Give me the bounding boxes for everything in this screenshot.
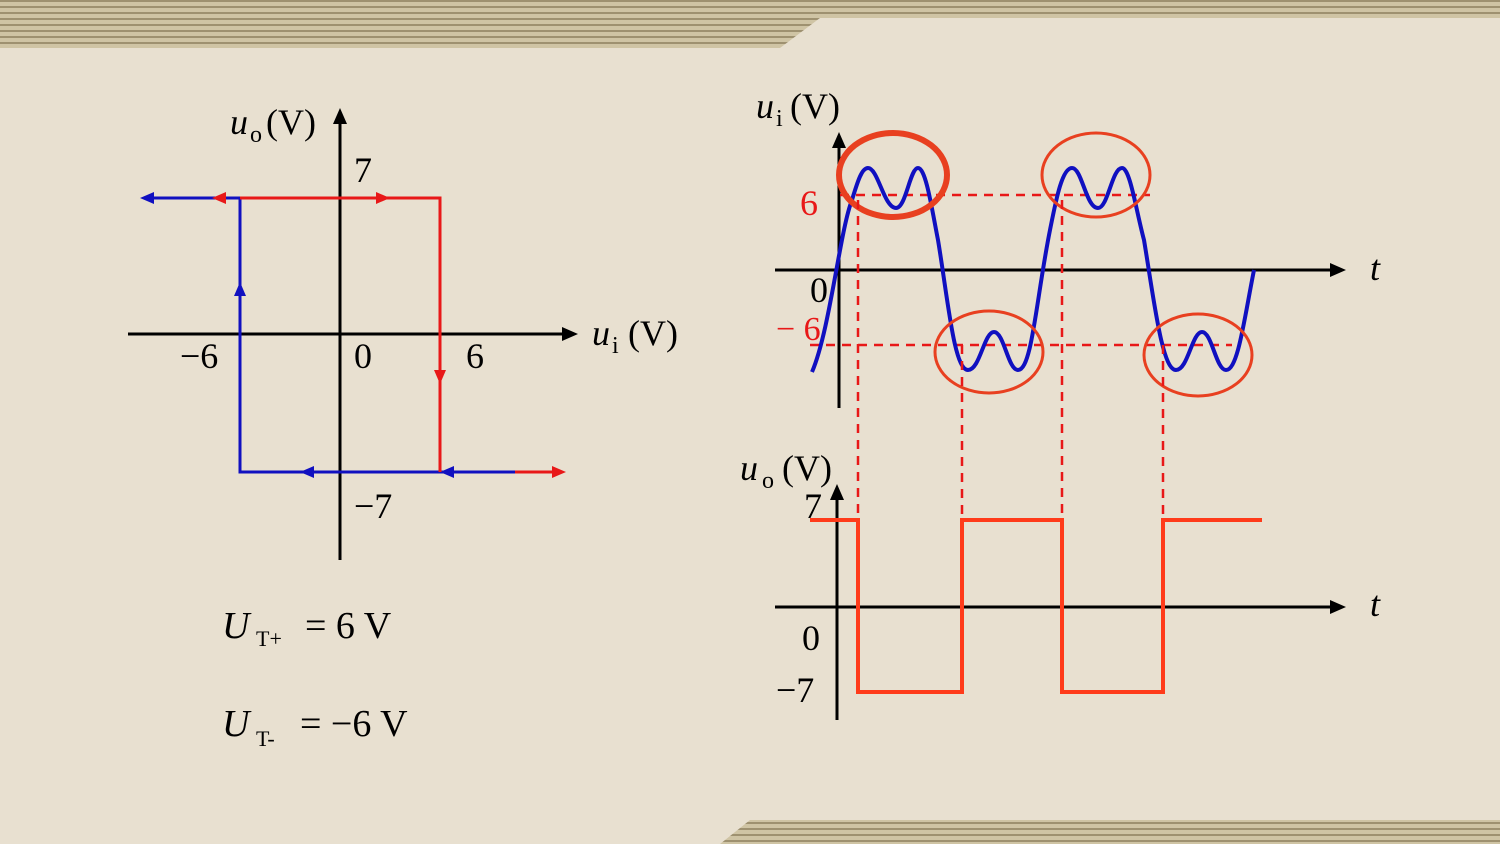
output-waveform-chart: u o (V) t 7 0 −7	[740, 448, 1381, 720]
arrow-top-right	[376, 192, 390, 204]
output-square-wave	[810, 518, 1262, 694]
label-pos-7: 7	[804, 486, 822, 526]
ut-minus-sub: T-	[256, 726, 275, 751]
ui-var: u	[756, 86, 774, 126]
t-axis-top-arrow	[1330, 263, 1346, 277]
t-axis-bottom-arrow	[1330, 600, 1346, 614]
x-axis-var: u	[592, 313, 610, 353]
ui-sub: i	[776, 106, 783, 132]
input-signal	[810, 165, 1256, 373]
ut-plus-rhs: = 6 V	[305, 605, 392, 647]
arrow-top-left-red	[212, 192, 226, 204]
label-origin-bottom: 0	[802, 618, 820, 658]
label-neg-7: −7	[776, 670, 814, 710]
ut-minus-symbol: U	[222, 703, 252, 745]
label-right: 6	[466, 336, 484, 376]
label-bottom: −7	[354, 486, 392, 526]
y-axis-arrow	[333, 108, 347, 124]
highlight-peak-2	[1040, 131, 1152, 219]
ut-plus-sub: T+	[256, 626, 282, 651]
formula-ut-minus: U T- = −6 V	[222, 703, 408, 751]
arrow-bottom-mid	[300, 466, 314, 478]
highlight-trough-2	[1142, 312, 1254, 398]
x-axis-arrow	[562, 327, 578, 341]
label-origin: 0	[354, 336, 372, 376]
label-left: −6	[180, 336, 218, 376]
arrow-bottom-right	[440, 466, 454, 478]
y-axis-sub: o	[250, 122, 262, 148]
highlight-trough-1	[933, 309, 1045, 395]
label-origin-top: 0	[810, 270, 828, 310]
top-band	[0, 0, 1500, 48]
uo-var: u	[740, 448, 758, 488]
y-axis-unit: (V)	[266, 102, 316, 142]
x-axis-sub: i	[612, 333, 619, 359]
hysteresis-chart: u o (V) u i (V) 7 −7 −6 0 6	[128, 102, 678, 560]
uo-sub: o	[762, 468, 774, 494]
input-waveform-chart: u i (V) t 6 0 − 6	[756, 86, 1381, 408]
uo-unit: (V)	[782, 448, 832, 488]
highlight-peak-1	[836, 130, 950, 220]
arrow-top-left	[140, 192, 154, 204]
arrow-falling	[434, 370, 446, 384]
label-top: 7	[354, 150, 372, 190]
t-label-bottom: t	[1370, 584, 1381, 624]
arrow-bottom-right-red	[552, 466, 566, 478]
x-axis-unit: (V)	[628, 313, 678, 353]
bottom-band	[720, 820, 1500, 844]
arrow-rising	[234, 282, 246, 296]
ui-axis-arrow	[832, 132, 846, 148]
transition-lines	[856, 200, 1165, 520]
ut-minus-rhs: = −6 V	[300, 703, 408, 745]
formula-ut-plus: U T+ = 6 V	[222, 605, 392, 651]
label-neg-6: − 6	[776, 311, 821, 348]
ut-plus-symbol: U	[222, 605, 252, 647]
t-label-top: t	[1370, 248, 1381, 288]
ui-unit: (V)	[790, 86, 840, 126]
y-axis-var: u	[230, 102, 248, 142]
uo-axis-arrow	[830, 484, 844, 500]
label-pos-6: 6	[800, 183, 818, 223]
